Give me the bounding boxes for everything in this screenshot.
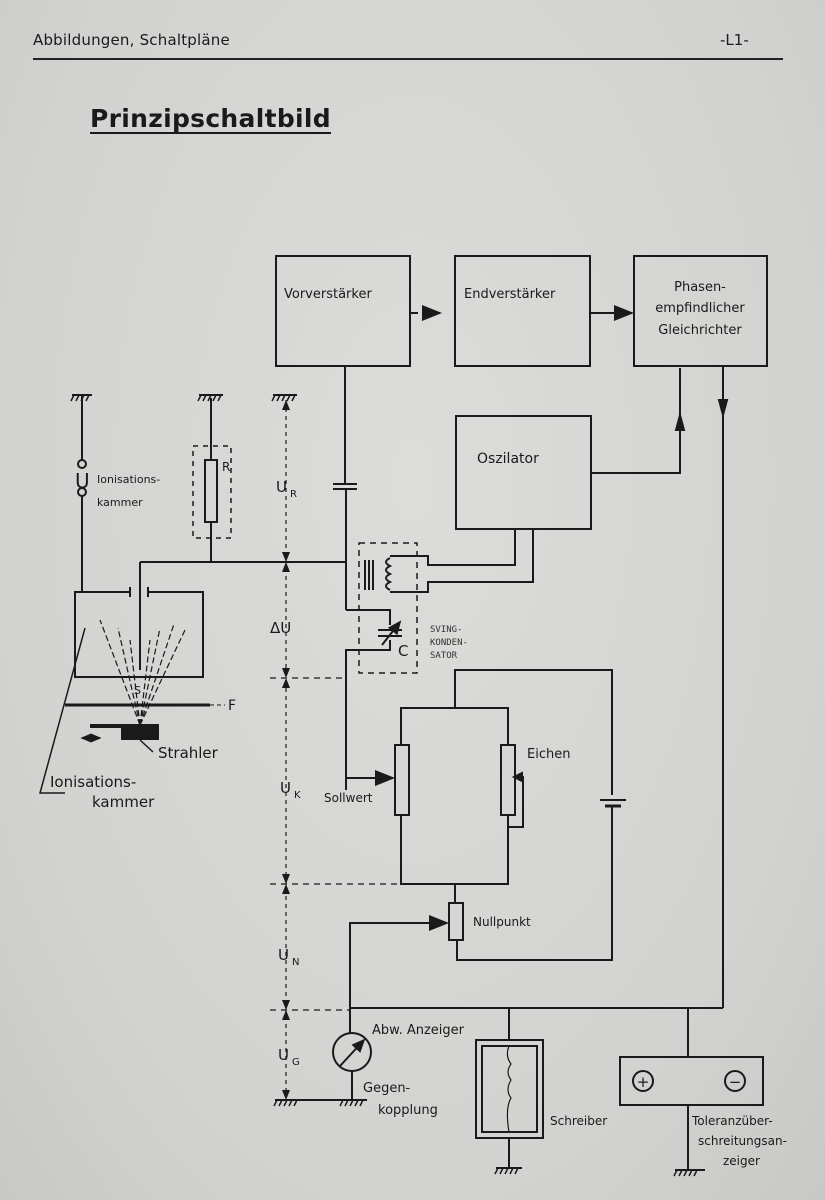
plus-symbol: + xyxy=(637,1073,650,1091)
header-page-number: -L1- xyxy=(720,31,749,49)
voltage-ug-sub: G xyxy=(292,1057,300,1068)
u-source-symbol: U xyxy=(75,469,90,493)
toleranz-label-1: Toleranzüber- xyxy=(691,1114,773,1128)
ionisationskammer-bottom-2: kammer xyxy=(92,793,155,811)
voltage-un-main: U xyxy=(278,946,289,964)
capacitor-label: C xyxy=(398,642,408,660)
gegenkopplung-label-1: Gegen- xyxy=(363,1081,411,1096)
voltage-uk-main: U xyxy=(280,779,291,797)
ionisationskammer-bottom-1: Ionisations- xyxy=(50,773,136,791)
gleichrichter-block xyxy=(633,255,768,367)
swing-capacitor-2: KONDEN- xyxy=(430,638,468,648)
toleranz-label-2: schreitungsan- xyxy=(698,1134,787,1148)
abw-anzeiger-label: Abw. Anzeiger xyxy=(372,1023,465,1038)
oszillator-block xyxy=(455,415,592,530)
resistor-label: R xyxy=(222,460,230,474)
gleichrichter-label-1: Phasen- xyxy=(674,280,726,295)
vorverstaerker-label: Vorverstärker xyxy=(284,287,372,302)
endverstaerker-label: Endverstärker xyxy=(464,287,556,302)
source-s-label: S xyxy=(134,684,141,697)
gleichrichter-label-3: Gleichrichter xyxy=(658,323,742,338)
filter-f-label: F xyxy=(228,698,236,714)
voltage-uk-sub: K xyxy=(294,790,301,801)
schreiber-label: Schreiber xyxy=(550,1114,607,1128)
arrow-gleich-down xyxy=(717,399,729,419)
arrow-osc-gleich xyxy=(674,411,686,431)
swing-capacitor-3: SATOR xyxy=(430,651,458,661)
eichen-label: Eichen xyxy=(527,747,570,762)
voltage-un-sub: N xyxy=(292,957,299,968)
voltage-ug-main: U xyxy=(278,1046,289,1064)
nullpunkt-label: Nullpunkt xyxy=(473,915,531,929)
gegenkopplung-label-2: kopplung xyxy=(378,1103,438,1118)
voltage-ur-sub: R xyxy=(290,489,297,500)
gleichrichter-label-2: empfindlicher xyxy=(655,301,745,316)
page-title: Prinzipschaltbild xyxy=(90,104,331,133)
endverstaerker-block xyxy=(454,255,591,367)
sollwert-label: Sollwert xyxy=(324,791,373,805)
ionisationskammer-top-2: kammer xyxy=(97,496,143,509)
vorverstaerker-block xyxy=(275,255,411,367)
ionisationskammer-top-1: Ionisations- xyxy=(97,473,160,486)
strahler-label: Strahler xyxy=(158,744,219,762)
swing-capacitor-1: SVING- xyxy=(430,625,463,635)
minus-symbol: − xyxy=(729,1073,742,1091)
voltage-ur-main: U xyxy=(276,478,287,496)
oszillator-label: Oszilator xyxy=(477,451,539,467)
voltage-du: ΔU xyxy=(270,619,291,637)
header-section-title: Abbildungen, Schaltpläne xyxy=(33,31,230,49)
toleranz-label-3: zeiger xyxy=(723,1154,760,1168)
header-rule xyxy=(33,58,783,60)
